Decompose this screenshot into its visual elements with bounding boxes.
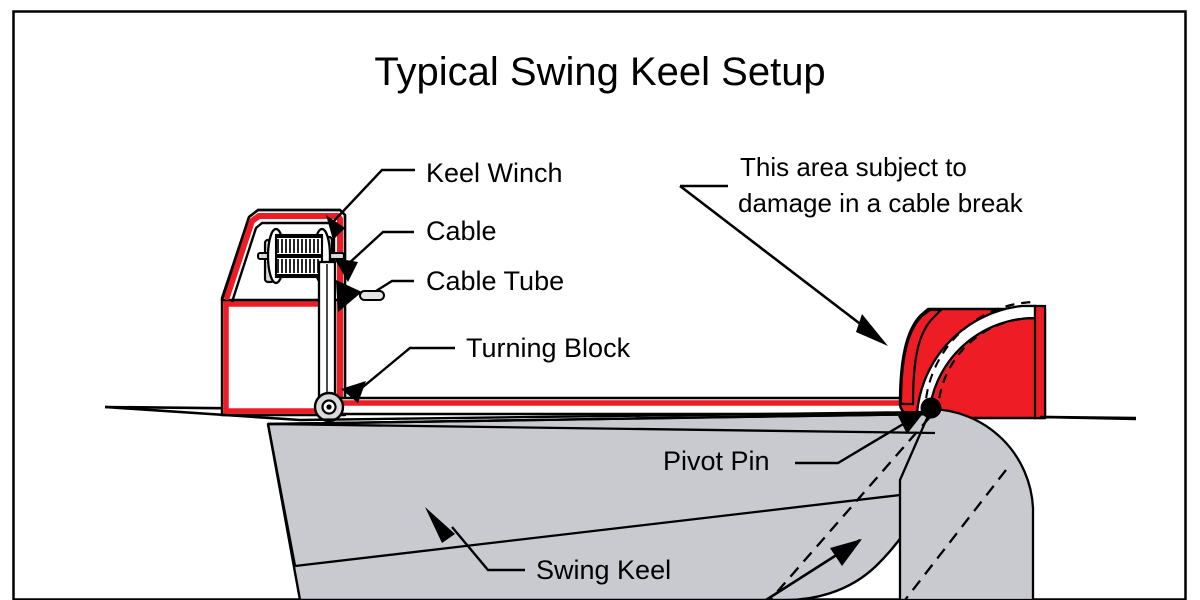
turning-block-pin (326, 404, 332, 410)
cable-arrowhead (334, 258, 358, 282)
raised-keel-dashed-left (769, 416, 931, 600)
cable-tube (317, 260, 337, 409)
keel-raised-indicator (765, 416, 1007, 600)
callout-keel-winch: Keel Winch (326, 158, 563, 240)
keel-winch-assembly (257, 227, 345, 285)
waterline-forward-segment (104, 405, 301, 422)
keel-winch-leader (332, 168, 415, 223)
callout-turning-block: Turning Block (341, 333, 631, 403)
callout-swing-keel: Swing Keel (425, 507, 671, 585)
raise-direction-arrowhead (830, 539, 862, 566)
callout-cable-tube: Cable Tube (336, 266, 564, 312)
label-swing-keel: Swing Keel (536, 555, 671, 585)
swing-keel-aft-head (898, 407, 1035, 600)
pivot-pin-arrowhead (898, 411, 925, 434)
label-pivot-pin: Pivot Pin (663, 446, 770, 476)
turning-block-leader (351, 346, 455, 397)
label-cable: Cable (426, 216, 497, 246)
raised-keel-dashed-right (904, 469, 1007, 600)
callout-pivot-pin: Pivot Pin (663, 411, 925, 476)
cable-leader (346, 230, 414, 266)
cable-tube-pointer-tip (359, 290, 385, 301)
label-damage-line2: damage in a cable break (738, 188, 1024, 218)
turning-block-arrowhead (341, 381, 366, 403)
waterline-aft-segment (1039, 415, 1137, 421)
label-keel-winch: Keel Winch (426, 158, 563, 188)
swing-keel-leader (451, 526, 525, 572)
callout-cable: Cable (334, 216, 497, 282)
hull-line-over-keel (299, 410, 931, 422)
callout-damage-area: This area subject to damage in a cable b… (679, 152, 1024, 346)
keel-winch-arrowhead (326, 215, 345, 240)
label-turning-block: Turning Block (466, 333, 631, 363)
damage-arrowhead (856, 314, 888, 346)
pivot-pin (920, 397, 942, 419)
swing-keel (266, 412, 961, 600)
keel-top-slant (267, 422, 936, 435)
page-title: Typical Swing Keel Setup (374, 50, 825, 94)
winch-cable-windings (276, 236, 322, 276)
pivot-pin-leader (795, 415, 916, 465)
damage-leader-diagonal (679, 184, 877, 338)
label-damage-line1: This area subject to (740, 152, 967, 182)
label-cable-tube: Cable Tube (426, 266, 564, 296)
swing-keel-arrowhead (425, 507, 455, 543)
cable-tube-arrowhead (336, 280, 362, 312)
